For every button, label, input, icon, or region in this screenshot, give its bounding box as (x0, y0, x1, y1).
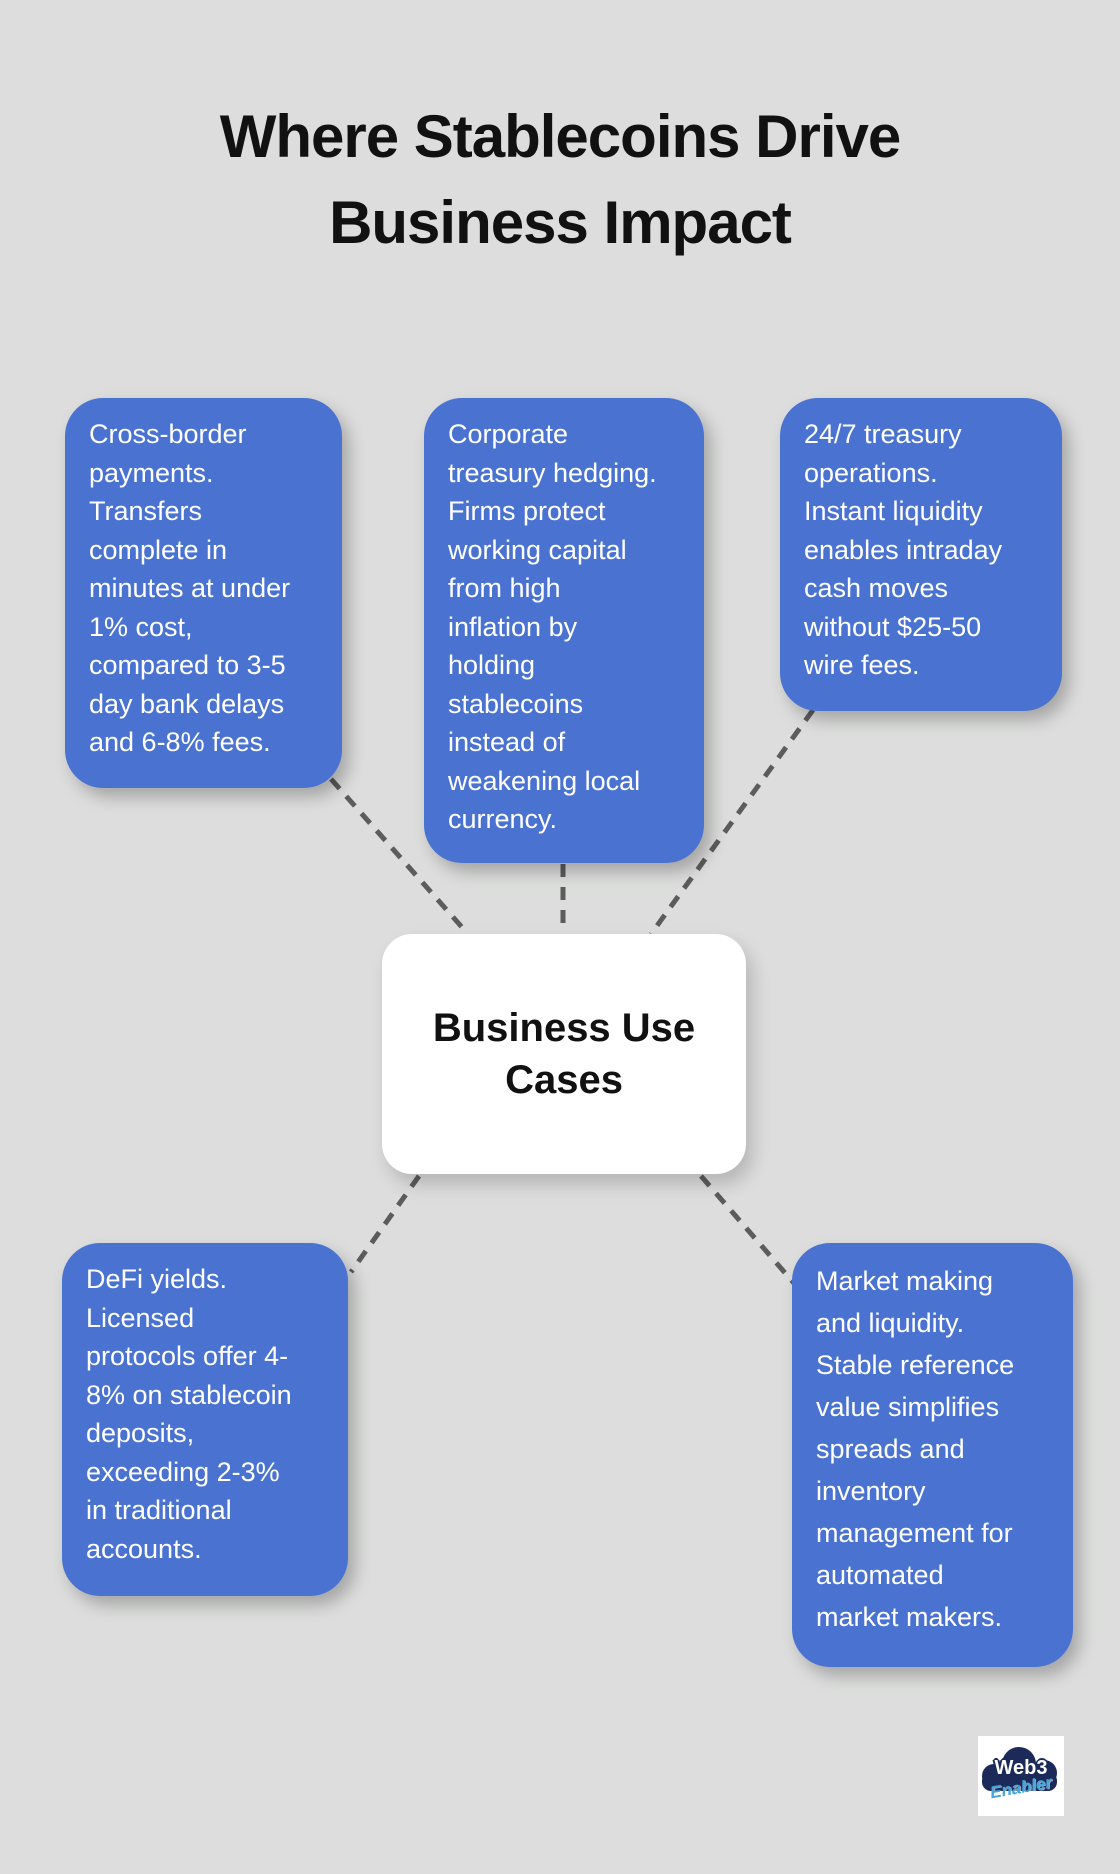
node-cross-border-payments: Cross-border payments. Transfers complet… (65, 398, 342, 788)
node-defi-yields: DeFi yields. Licensed protocols offer 4-… (62, 1243, 348, 1596)
node-treasury-operations: 24/7 treasury operations. Instant liquid… (780, 398, 1062, 711)
infographic-title: Where Stablecoins Drive Business Impact (219, 103, 902, 256)
center-node-label: Business Use Cases (432, 1006, 696, 1102)
brand-name: Web3 (994, 1757, 1048, 1779)
connector-line-bottom-left (348, 1174, 422, 1274)
cloud-icon (982, 1747, 1057, 1791)
node-market-making: Market making and liquidity. Stable refe… (792, 1243, 1073, 1667)
brand-logo: Web3 Enabler (978, 1736, 1064, 1816)
node-corporate-treasury-hedging: Corporate treasury hedging. Firms protec… (424, 398, 704, 863)
center-node: Business Use Cases (382, 934, 746, 1174)
connector-line-bottom-right (699, 1174, 801, 1291)
